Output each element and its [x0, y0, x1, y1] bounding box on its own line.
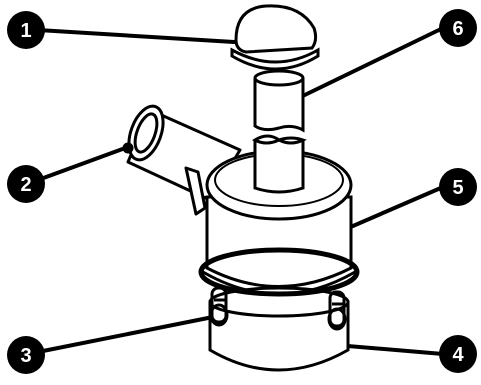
callout-badge-3: 3: [7, 336, 45, 374]
dust-cup: [210, 288, 348, 370]
cap: [232, 6, 318, 69]
leader-line-3: [38, 316, 218, 352]
callout-badge-5: 5: [439, 168, 477, 206]
intake-tube: [255, 71, 303, 192]
svg-text:3: 3: [20, 345, 31, 367]
callout-badge-1: 1: [7, 11, 45, 49]
flange-bolt-icon: [124, 144, 132, 152]
svg-text:2: 2: [20, 174, 31, 196]
leader-line-1: [38, 30, 234, 42]
svg-text:1: 1: [20, 20, 31, 42]
svg-text:5: 5: [452, 177, 463, 199]
callout-badge-4: 4: [439, 335, 477, 373]
callout-badge-2: 2: [7, 165, 45, 203]
leader-line-2: [38, 147, 128, 180]
svg-text:4: 4: [452, 344, 464, 366]
svg-text:6: 6: [452, 18, 463, 40]
callout-badge-6: 6: [439, 9, 477, 47]
